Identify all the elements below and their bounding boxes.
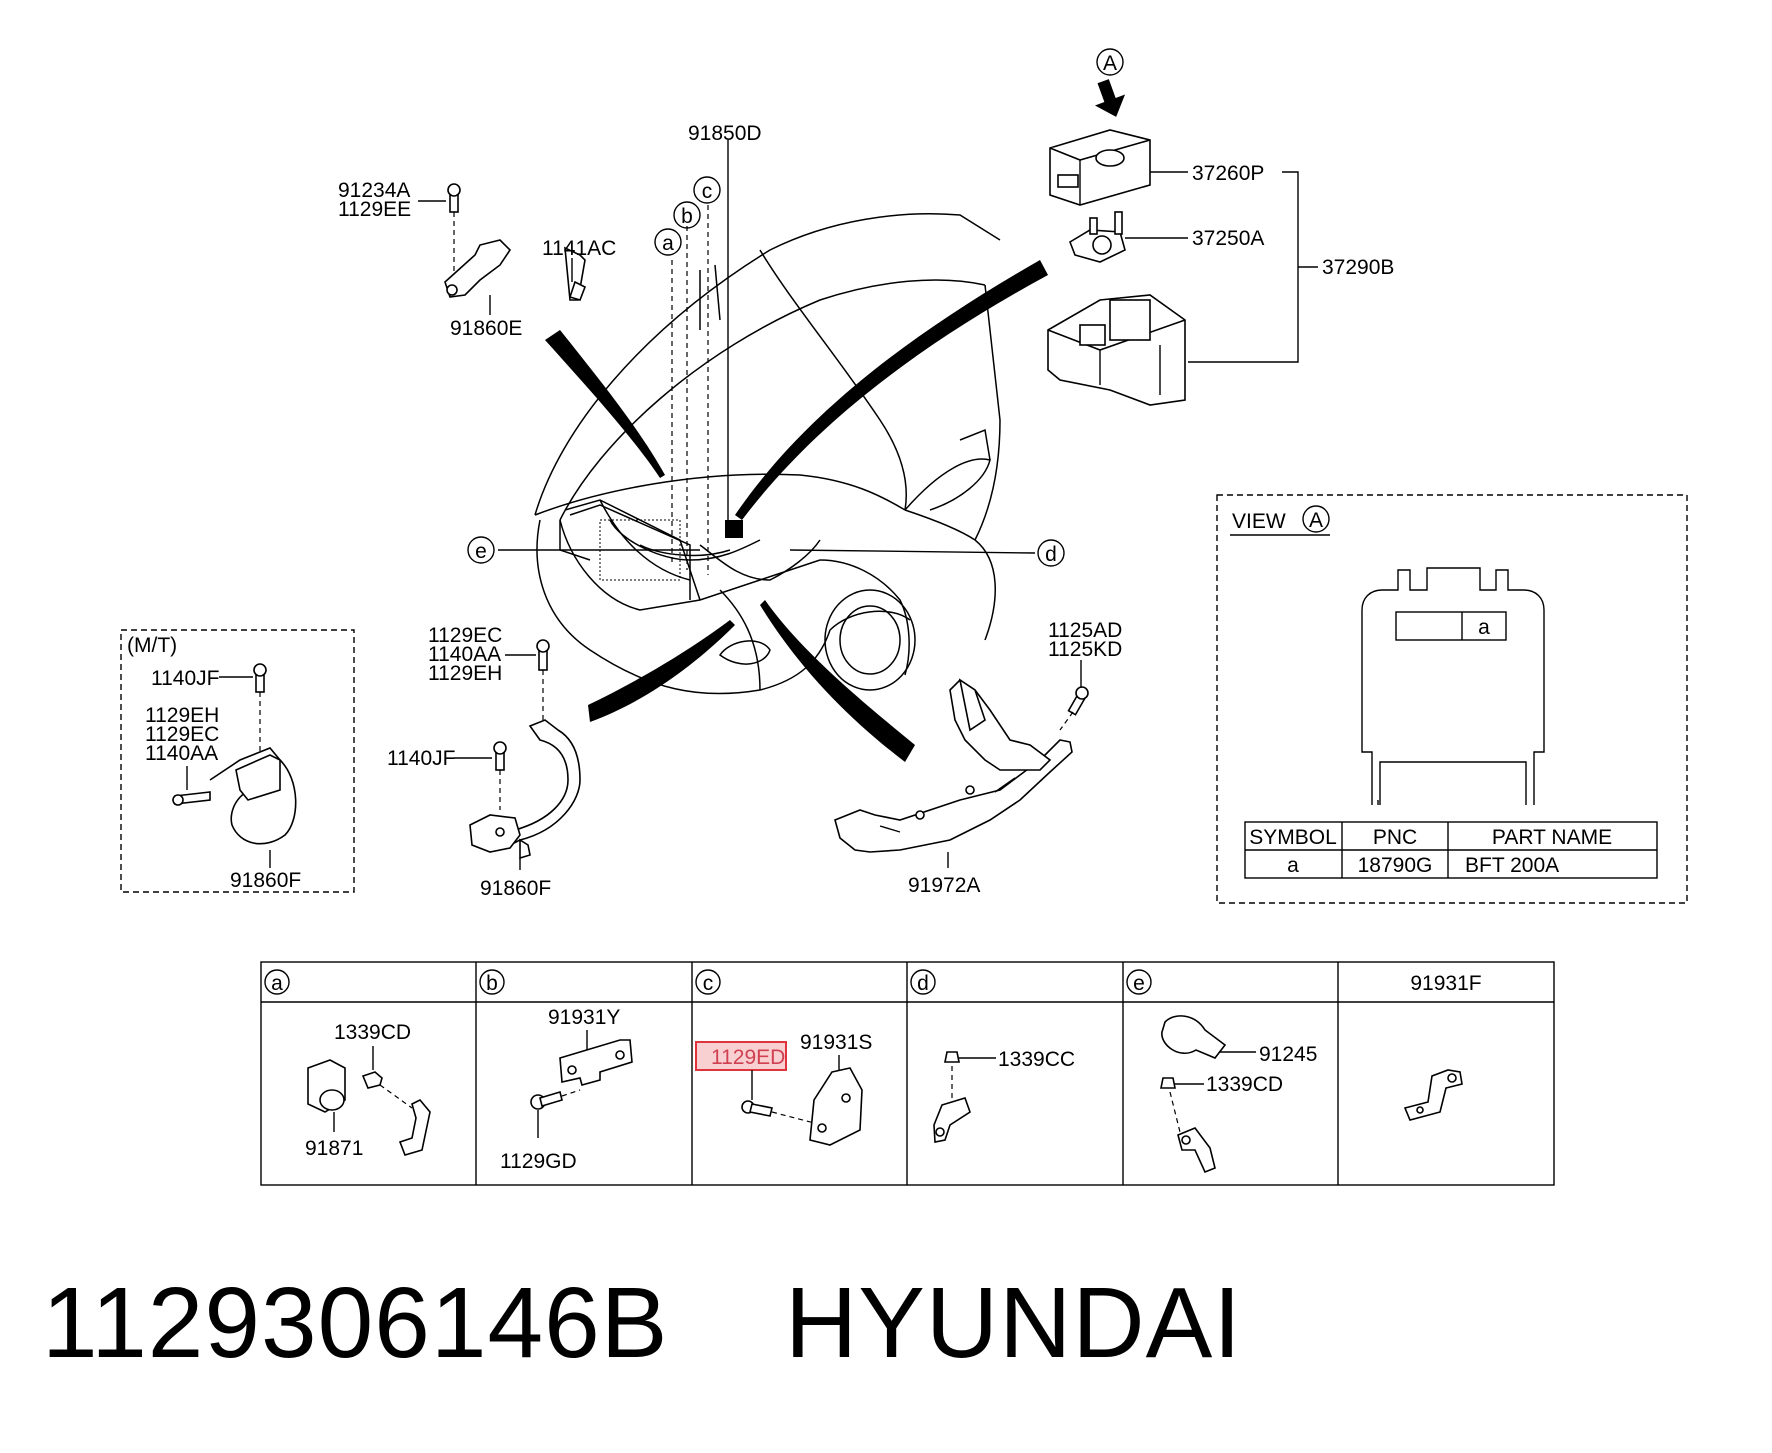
callout-91860F-mt: 91860F (230, 869, 301, 892)
callout-1140AA-mt: 1140AA (145, 742, 218, 765)
view-ref-circle-label: A (1103, 52, 1117, 75)
callout-37290B: 37290B (1322, 256, 1394, 279)
callout-1141AC: 1141AC (542, 237, 616, 260)
highlight-box-1129ED (695, 1041, 787, 1071)
cable-91860F (469, 639, 581, 870)
mt-label: (M/T) (127, 634, 177, 657)
callout-1129EC-mt: 1129EC (145, 723, 219, 746)
callout-letter-e: e (475, 540, 487, 563)
pnc-table: SYMBOL PNC PART NAME a 18790G BFT 200A (1244, 821, 1658, 879)
detail-c-1129ED: 1129ED (711, 1046, 785, 1069)
reference-leaders (498, 140, 1036, 575)
detail-header-c: c (703, 972, 714, 995)
view-title: VIEW (1232, 510, 1286, 533)
detail-header-d: d (917, 972, 929, 995)
callout-1129EH: 1129EH (428, 662, 502, 685)
callout-1129EH-mt: 1129EH (145, 704, 219, 727)
detail-c-91931S: 91931S (800, 1031, 872, 1054)
reference-circles: a b c e d (467, 176, 1065, 567)
view-a-panel: VIEW A a (1216, 494, 1688, 904)
view-fuse-label: a (1478, 616, 1490, 639)
detail-a-91871: 91871 (305, 1137, 363, 1160)
pnc-header-pnc: PNC (1373, 826, 1417, 849)
callout-letter-a: a (662, 232, 674, 255)
detail-e-91245: 91245 (1259, 1043, 1317, 1066)
detail-a-1339CD: 1339CD (334, 1021, 411, 1044)
pnc-cell-pnc: 18790G (1358, 854, 1433, 877)
callout-1140JF-mt: 1140JF (151, 667, 220, 690)
detail-header-e: e (1133, 972, 1145, 995)
leader-wedges (545, 260, 1048, 762)
callout-1140AA: 1140AA (428, 643, 501, 666)
pnc-header-symbol: SYMBOL (1249, 826, 1337, 849)
mt-panel: (M/T) (120, 629, 355, 893)
detail-table: a b c d e 91931F 1339CD 91871 91931Y 112… (260, 961, 1555, 1186)
callout-1125KD: 1125KD (1048, 638, 1122, 661)
callout-1129EE: 1129EE (338, 198, 411, 221)
callout-91860F: 91860F (480, 877, 551, 900)
callout-91972A: 91972A (908, 874, 980, 897)
detail-d-1339CC: 1339CC (998, 1048, 1075, 1071)
fuse-box-assembly: A (1047, 48, 1188, 406)
callout-37260P: 37260P (1192, 162, 1264, 185)
detail-e-1339CD: 1339CD (1206, 1073, 1283, 1096)
vehicle-outline (534, 213, 1001, 695)
callout-letter-c: c (702, 180, 713, 203)
detail-header-b: b (486, 972, 498, 995)
view-ref: A (1309, 509, 1323, 532)
callout-37250A: 37250A (1192, 227, 1264, 250)
detail-b-91931Y: 91931Y (548, 1006, 620, 1029)
bracket-91972A (834, 678, 1089, 868)
footer-part-number: 1129306146B (42, 1267, 669, 1379)
callout-1125AD: 1125AD (1048, 619, 1122, 642)
callout-91860E: 91860E (450, 317, 522, 340)
detail-header-91931F: 91931F (1410, 972, 1481, 995)
bracket-91860E (444, 183, 587, 303)
footer-brand: HYUNDAI (785, 1267, 1243, 1379)
callout-letter-d: d (1045, 543, 1057, 566)
detail-b-1129GD: 1129GD (500, 1150, 577, 1173)
footer: 1129306146B HYUNDAI (0, 1268, 1772, 1388)
callout-1129EC: 1129EC (428, 624, 502, 647)
callout-91850D: 91850D (688, 122, 762, 145)
pnc-cell-symbol: a (1287, 854, 1299, 877)
callout-91234A: 91234A (338, 179, 410, 202)
callout-1140JF: 1140JF (387, 747, 456, 770)
callout-letter-b: b (681, 205, 693, 228)
pnc-cell-part-name: BFT 200A (1465, 854, 1559, 877)
pnc-header-part-name: PART NAME (1492, 826, 1612, 849)
detail-header-a: a (271, 972, 283, 995)
